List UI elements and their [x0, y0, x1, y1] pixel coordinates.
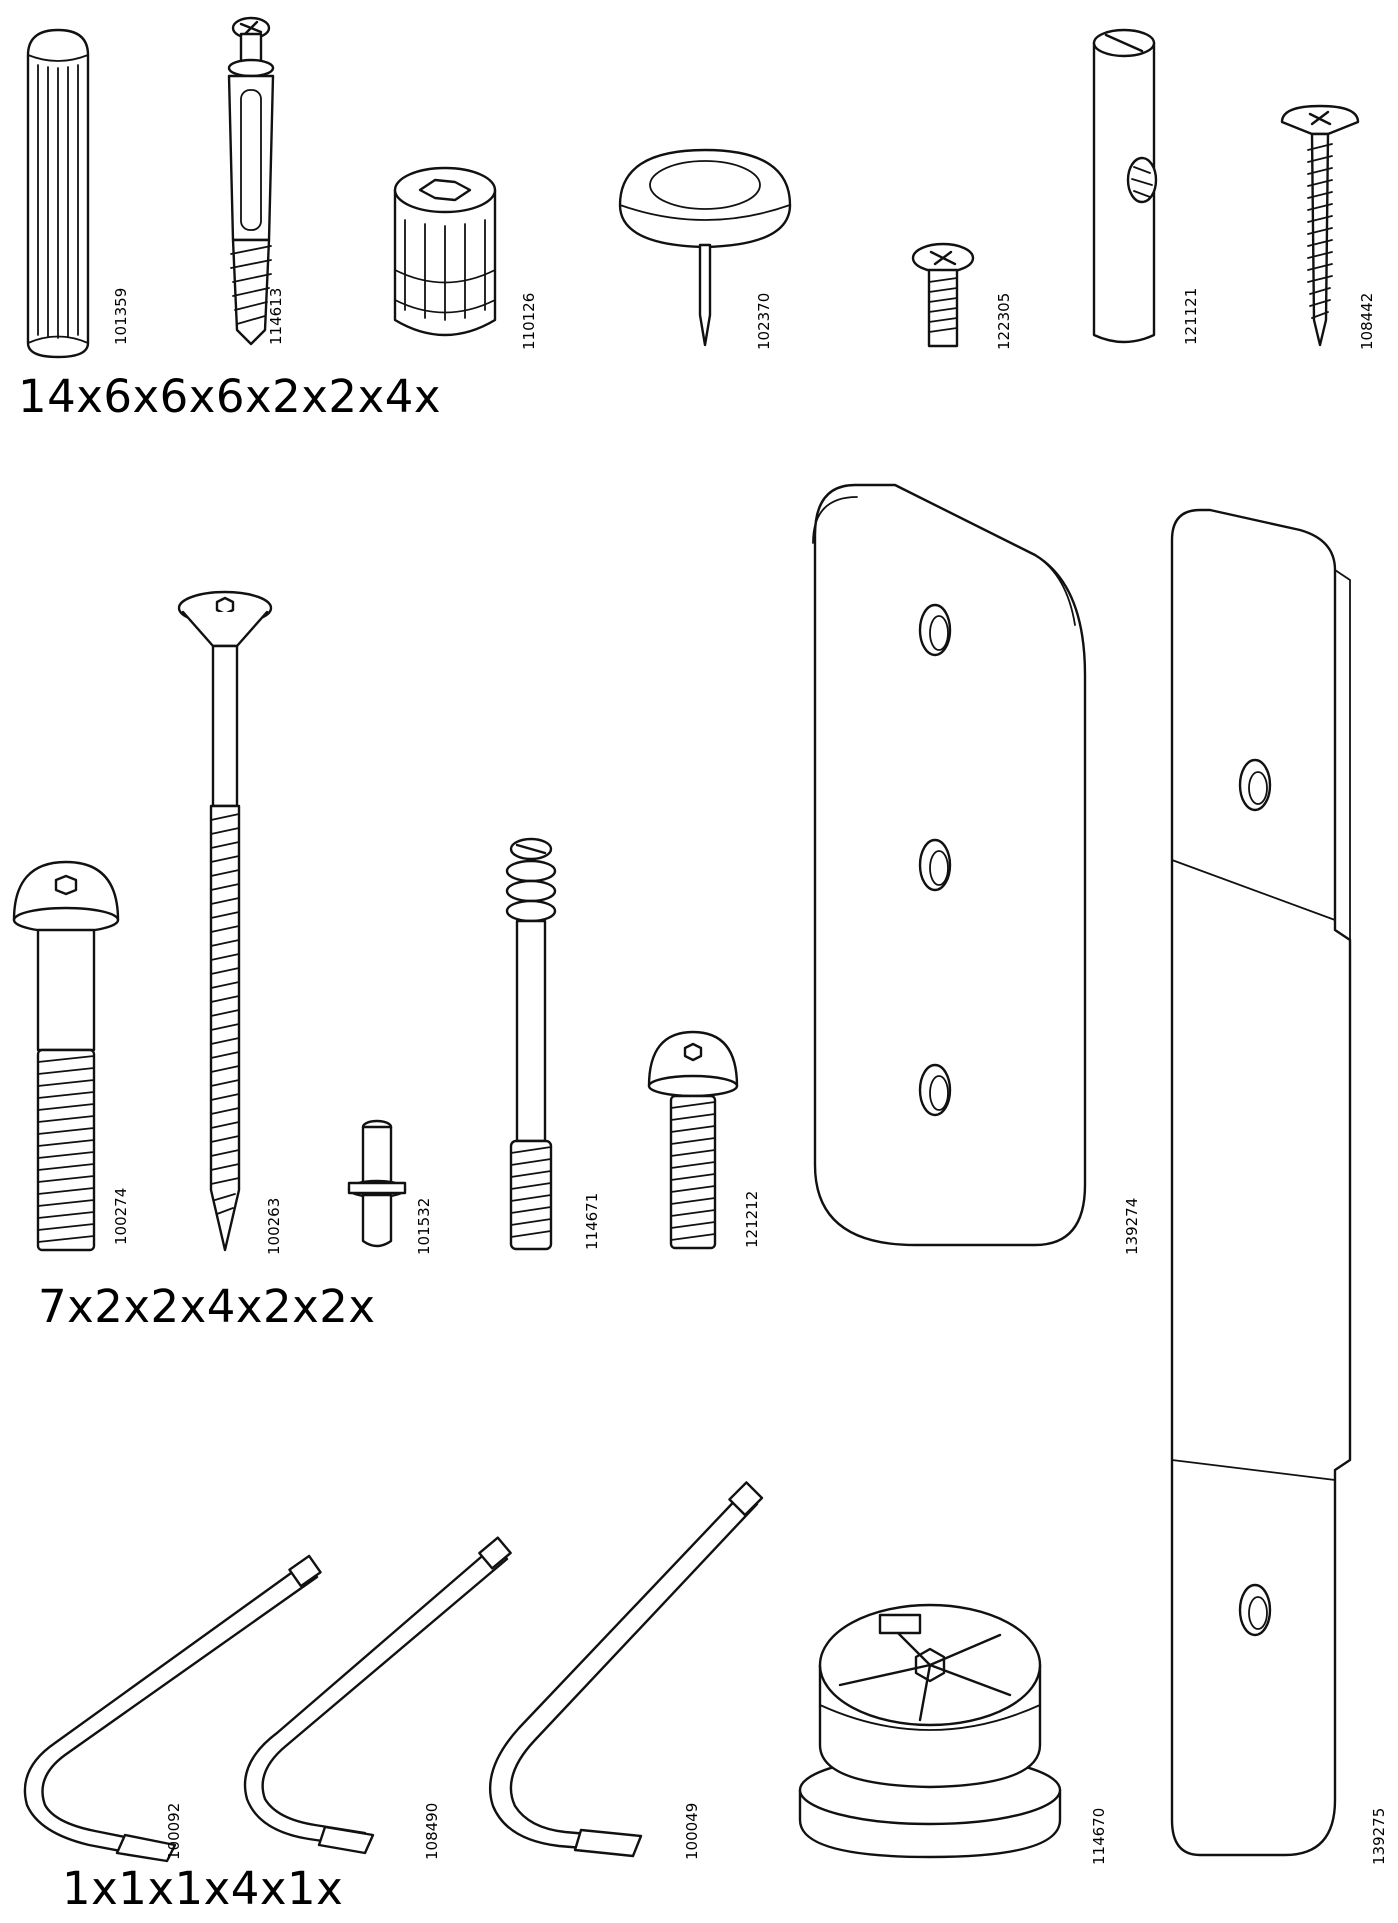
long-flat-head-bolt-icon	[177, 590, 273, 1252]
part-code: 101532	[415, 1197, 433, 1255]
part-108490: 108490	[225, 1535, 515, 1865]
group-quantities: 14x6x6x6x2x2x4x	[18, 370, 441, 423]
part-code: 121121	[1182, 287, 1200, 345]
part-121121: 121121	[1090, 25, 1200, 350]
button-head-bolt-icon	[12, 860, 120, 1252]
glide-tack-icon	[618, 148, 792, 347]
part-100092: 100092	[15, 1554, 335, 1865]
part-code: 100263	[265, 1197, 283, 1255]
part-100049: 100049	[455, 1480, 775, 1865]
part-108442: 108442	[1280, 100, 1380, 350]
connector-bolt-icon	[505, 837, 557, 1251]
part-code: 108442	[1358, 292, 1376, 350]
part-code: 139275	[1370, 1807, 1388, 1865]
three-hole-metal-plate-icon	[812, 483, 1087, 1247]
part-code: 100274	[112, 1187, 130, 1245]
part-139274: 139274	[805, 475, 1145, 1255]
part-114613: 114613	[215, 10, 305, 350]
part-code: 100092	[165, 1802, 183, 1860]
part-code: 101359	[112, 287, 130, 345]
part-110126: 110126	[385, 160, 555, 350]
part-code: 122305	[995, 292, 1013, 350]
part-139275: 139275	[1160, 500, 1390, 1865]
allen-key-icon	[243, 1536, 512, 1855]
part-code: 114671	[583, 1192, 601, 1250]
part-code: 108490	[423, 1802, 441, 1860]
part-122305: 122305	[905, 240, 1013, 350]
short-button-head-bolt-icon	[647, 1030, 739, 1250]
part-code: 100049	[683, 1802, 701, 1860]
cam-lock-bolt-icon	[227, 16, 275, 346]
part-code: 121212	[743, 1190, 761, 1248]
allen-key-icon	[489, 1481, 764, 1858]
part-100263: 100263	[175, 590, 285, 1255]
long-metal-strap-icon	[1170, 508, 1352, 1857]
part-code: 110126	[520, 292, 538, 350]
part-102370: 102370	[615, 145, 795, 350]
short-machine-screw-icon	[911, 242, 975, 348]
cam-lock-nut-icon	[393, 166, 497, 337]
part-101532: 101532	[345, 1115, 440, 1255]
group-quantities: 1x1x1x4x1x	[62, 1862, 344, 1915]
shelf-pin-icon	[347, 1119, 407, 1248]
part-code: 114613	[267, 287, 285, 345]
part-101359: 101359	[20, 25, 130, 359]
wood-screw-icon	[1280, 104, 1360, 347]
part-114670: 114670	[790, 1595, 1120, 1865]
wooden-dowel-icon	[26, 28, 90, 359]
part-code: 139274	[1123, 1197, 1141, 1255]
part-100274: 100274	[10, 860, 130, 1255]
part-code: 114670	[1090, 1807, 1108, 1865]
group-quantities: 7x2x2x4x2x2x	[38, 1280, 376, 1333]
large-cam-lock-icon	[798, 1603, 1062, 1859]
part-114671: 114671	[495, 835, 601, 1255]
allen-key-icon	[23, 1554, 322, 1863]
barrel-nut-icon	[1092, 28, 1158, 344]
part-code: 102370	[755, 292, 773, 350]
part-121212: 121212	[645, 1030, 761, 1255]
